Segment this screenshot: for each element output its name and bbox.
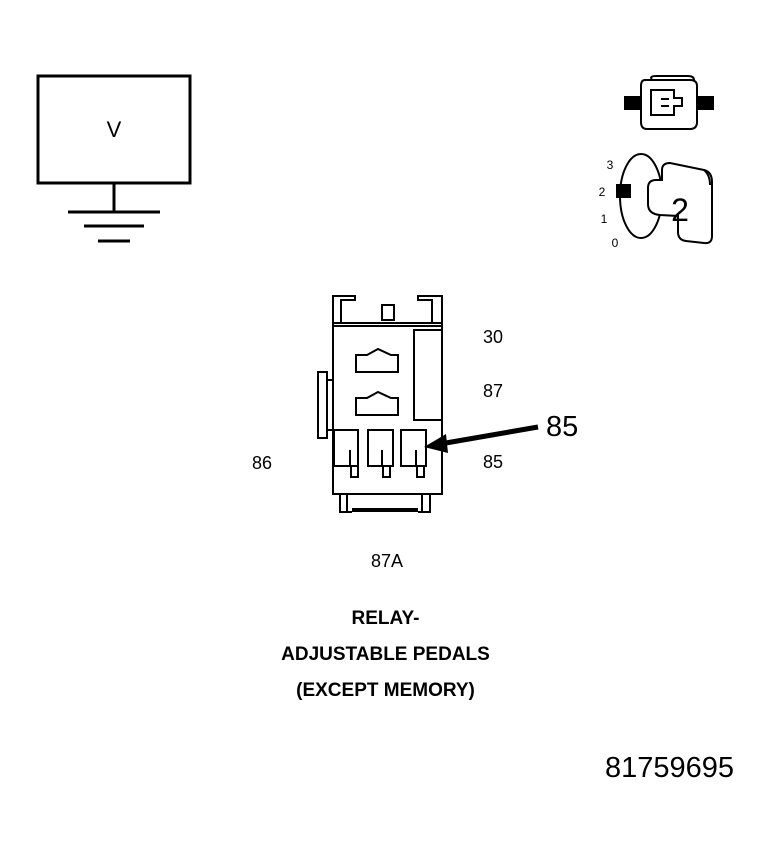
ignition-position-2: 2 [599,185,606,199]
caption-line-2: ADJUSTABLE PEDALS [281,644,490,665]
figure-id: 81759695 [604,752,734,784]
caption-line-3: (EXCEPT MEMORY) [296,680,475,701]
ignition-position-0: 0 [612,236,619,250]
pin-label-85: 85 [483,452,503,472]
pin-label-87a: 87A [371,551,403,571]
connector-icon [624,75,714,130]
pin-label-86: 86 [252,453,272,473]
callout-pin-label: 85 [546,411,578,443]
voltmeter-ground-icon [36,74,192,243]
ignition-position-3: 3 [607,158,614,172]
pin-label-87: 87 [483,381,503,401]
voltmeter-symbol: V [107,117,122,142]
caption-line-1: RELAY- [351,608,420,629]
ignition-position-1: 1 [601,212,608,226]
relay-icon [317,295,443,513]
pin-label-30: 30 [483,327,503,347]
ignition-selected-position: 2 [671,192,689,228]
ignition-switch-icon [616,153,713,245]
callout-arrow-icon [424,424,539,453]
